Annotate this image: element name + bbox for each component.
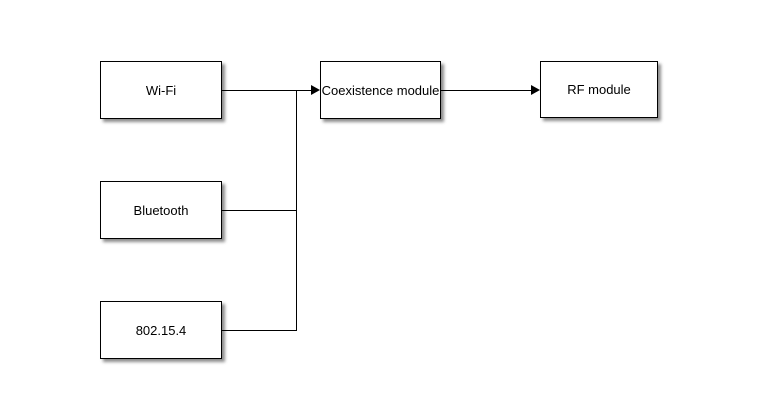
arrowhead-into-rf-icon <box>531 85 540 95</box>
connector-802154-to-junction <box>222 330 297 331</box>
arrowhead-into-coexistence-icon <box>311 85 320 95</box>
node-rf-module[interactable]: RF module <box>540 61 658 118</box>
node-wifi-label: Wi-Fi <box>145 82 177 98</box>
connector-coexistence-to-rf <box>441 90 531 91</box>
node-802-15-4-label: 802.15.4 <box>135 322 187 338</box>
node-bluetooth[interactable]: Bluetooth <box>100 181 222 239</box>
node-bluetooth-label: Bluetooth <box>133 202 189 218</box>
node-802-15-4[interactable]: 802.15.4 <box>100 301 222 359</box>
node-wifi[interactable]: Wi-Fi <box>100 61 222 119</box>
node-rf-module-label: RF module <box>567 82 631 97</box>
node-coexistence-module[interactable]: Coexistence module <box>320 61 441 119</box>
connector-bluetooth-to-junction <box>222 210 297 211</box>
node-coexistence-module-label: Coexistence module <box>321 82 440 98</box>
connector-wifi-to-coexistence <box>222 90 311 91</box>
